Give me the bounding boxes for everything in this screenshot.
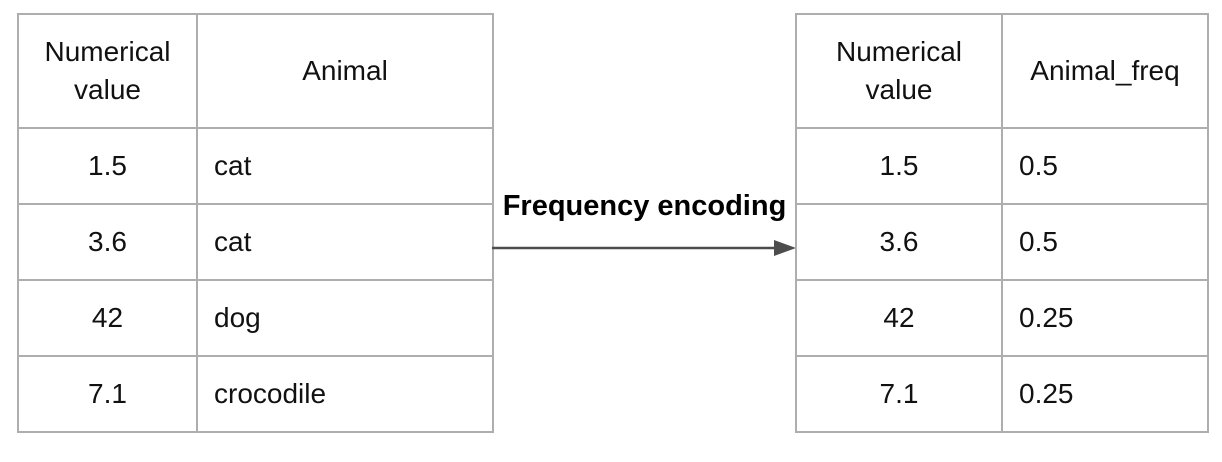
- table-cell: cat: [196, 203, 494, 281]
- table-row: 3.6 0.5: [795, 203, 1209, 281]
- right-arrow-icon: [492, 234, 798, 262]
- header-numerical-value: Numerical value: [17, 13, 198, 129]
- table-row: 1.5 cat: [17, 127, 494, 205]
- table-cell: 7.1: [795, 355, 1003, 433]
- table-cell: 42: [17, 279, 198, 357]
- header-animal-freq: Animal_freq: [1001, 13, 1209, 129]
- table-cell: cat: [196, 127, 494, 205]
- table-row: 42 dog: [17, 279, 494, 357]
- table-cell: 7.1: [17, 355, 198, 433]
- header-row: Numerical value Animal_freq: [795, 13, 1209, 129]
- table-cell: 3.6: [17, 203, 198, 281]
- transform-label: Frequency encoding: [502, 190, 787, 222]
- table-cell: 3.6: [795, 203, 1003, 281]
- original-data-table: Numerical value Animal 1.5 cat 3.6 cat 4…: [17, 13, 494, 433]
- encoded-data-table: Numerical value Animal_freq 1.5 0.5 3.6 …: [795, 13, 1209, 433]
- table-row: 7.1 crocodile: [17, 355, 494, 433]
- table-cell: 42: [795, 279, 1003, 357]
- header-numerical-value: Numerical value: [795, 13, 1003, 129]
- table-row: 3.6 cat: [17, 203, 494, 281]
- table-row: 7.1 0.25: [795, 355, 1209, 433]
- table-cell: 1.5: [795, 127, 1003, 205]
- table-cell: 1.5: [17, 127, 198, 205]
- table-cell: 0.5: [1001, 203, 1209, 281]
- table-row: 1.5 0.5: [795, 127, 1209, 205]
- table-cell: 0.5: [1001, 127, 1209, 205]
- header-animal: Animal: [196, 13, 494, 129]
- table-cell: crocodile: [196, 355, 494, 433]
- table-cell: dog: [196, 279, 494, 357]
- table-cell: 0.25: [1001, 279, 1209, 357]
- table-row: 42 0.25: [795, 279, 1209, 357]
- header-row: Numerical value Animal: [17, 13, 494, 129]
- table-cell: 0.25: [1001, 355, 1209, 433]
